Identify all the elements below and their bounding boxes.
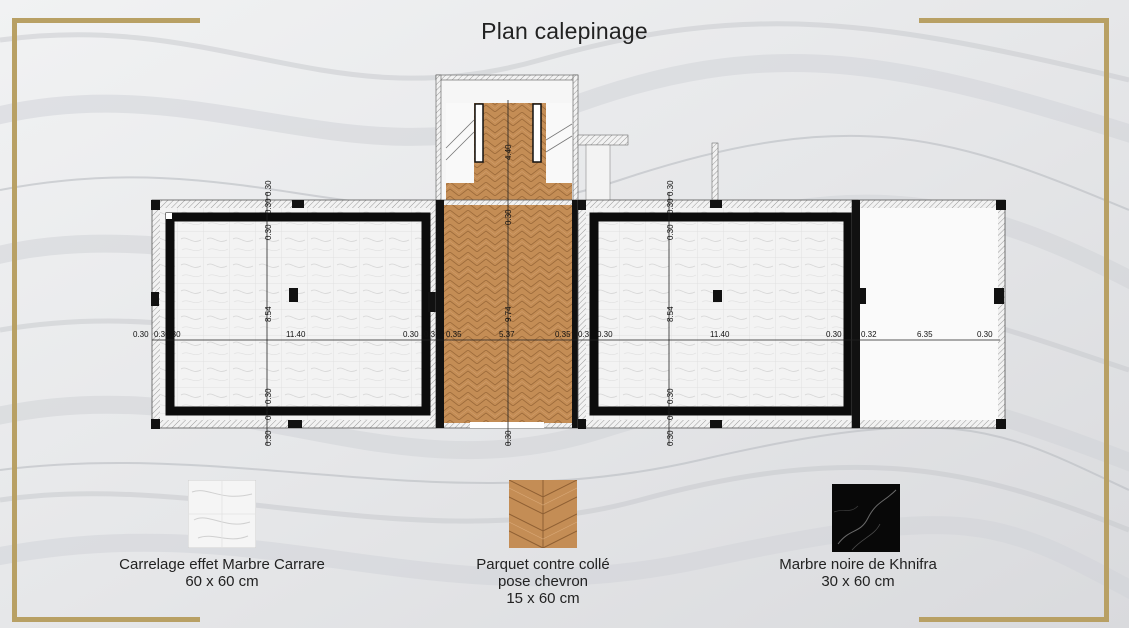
dim-right-top-b: 0.30 (666, 198, 675, 214)
annex-room (851, 199, 1006, 429)
dim-corr-left-a: 0.3 (424, 330, 436, 339)
dim-left-top-b: 0.30 (264, 198, 273, 214)
dim-left-outer: 0.30 (133, 330, 149, 339)
frame-bottom-left-horizontal (12, 617, 200, 622)
dim-annex-width: 6.35 (917, 330, 933, 339)
dim-corr-width: 5.37 (499, 330, 515, 339)
legend-line: Parquet contre collé (476, 556, 610, 573)
dim-stair-height: 4.40 (504, 144, 513, 160)
left-room (151, 199, 437, 429)
legend-caption-black-marble: Marbre noire de Khnifra 30 x 60 cm (708, 556, 1008, 590)
legend-line: 30 x 60 cm (821, 573, 895, 590)
dimension-lines (152, 100, 1000, 445)
dim-right-bottom-a: 0.30 (666, 388, 675, 404)
dim-corr-bottom: 0.30 (504, 430, 513, 446)
dim-left-width: 11.40 (286, 330, 306, 339)
dim-left-right: 0.30 (403, 330, 419, 339)
dim-left-a: 0.3 (154, 330, 166, 339)
page-title: Plan calepinage (481, 18, 648, 44)
frame-bottom-right-horizontal (919, 617, 1109, 622)
dim-annex-right: 0.30 (977, 330, 993, 339)
dim-corr-height: 9.74 (504, 306, 513, 322)
dim-annex-left: 0.32 (861, 330, 877, 339)
dim-right-width: 11.40 (710, 330, 730, 339)
frame-top-left-horizontal (12, 18, 200, 23)
frame-left-vertical (12, 18, 17, 622)
dim-corr-right-b: 0.3 (578, 330, 590, 339)
parquet-chevron-swatch (509, 480, 577, 548)
dim-right-right: 0.30 (826, 330, 842, 339)
dim-left-bottom-a: 0.30 (264, 388, 273, 404)
legend-caption-white-marble: Carrelage effet Marbre Carrare 60 x 60 c… (72, 556, 372, 590)
white-marble-swatch (188, 480, 256, 548)
legend-line: 60 x 60 cm (185, 573, 259, 590)
right-room (577, 199, 859, 429)
dim-right-top-a: 0.30 (666, 180, 675, 196)
legend-line: Carrelage effet Marbre Carrare (119, 556, 325, 573)
dim-left-height: 8.54 (264, 306, 273, 322)
frame-right-vertical (1104, 18, 1109, 622)
dim-corr-right: 0.35 (555, 330, 571, 339)
dim-right-bottom-c: 0.30 (666, 430, 675, 446)
dim-left-b: 0.30 (165, 330, 181, 339)
dim-left-top-c: 0.30 (264, 224, 273, 240)
dim-left-bottom-b: 0.3 (264, 408, 273, 420)
dim-right-left: 0.30 (597, 330, 613, 339)
dim-corr-left: 0.35 (446, 330, 462, 339)
black-marble-swatch (832, 484, 900, 552)
legend-line: 15 x 60 cm (506, 590, 580, 607)
legend-line: Marbre noire de Khnifra (779, 556, 937, 573)
legend-line: pose chevron (497, 573, 589, 590)
dim-right-top-c: 0.30 (666, 224, 675, 240)
frame-top-right-horizontal (919, 18, 1109, 23)
dim-right-height: 8.54 (666, 306, 675, 322)
dim-corr-top: 0.30 (504, 209, 513, 225)
stair-area (435, 74, 719, 206)
dim-left-bottom-c: 0.30 (264, 430, 273, 446)
legend-caption-parquet: Parquet contre collé pose chevron 15 x 6… (393, 556, 693, 607)
dim-left-top-a: 0.30 (264, 180, 273, 196)
dim-right-bottom-b: 0.3 (666, 408, 675, 420)
